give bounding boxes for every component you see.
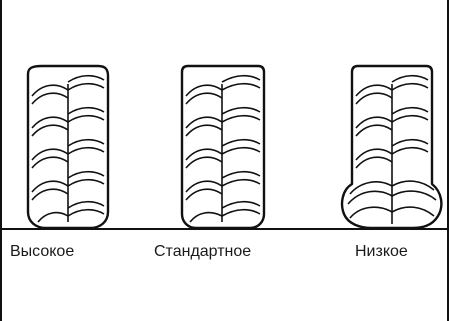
label-high-pressure: Высокое	[10, 242, 74, 262]
label-standard-pressure: Стандартное	[154, 242, 251, 262]
tire-standard-pressure-icon	[182, 66, 264, 228]
tire-low-pressure-icon	[342, 66, 441, 228]
label-low-pressure: Низкое	[355, 242, 408, 262]
tire-high-pressure-icon	[28, 66, 108, 228]
tire-labels: Высокое Стандартное Низкое	[2, 242, 449, 266]
